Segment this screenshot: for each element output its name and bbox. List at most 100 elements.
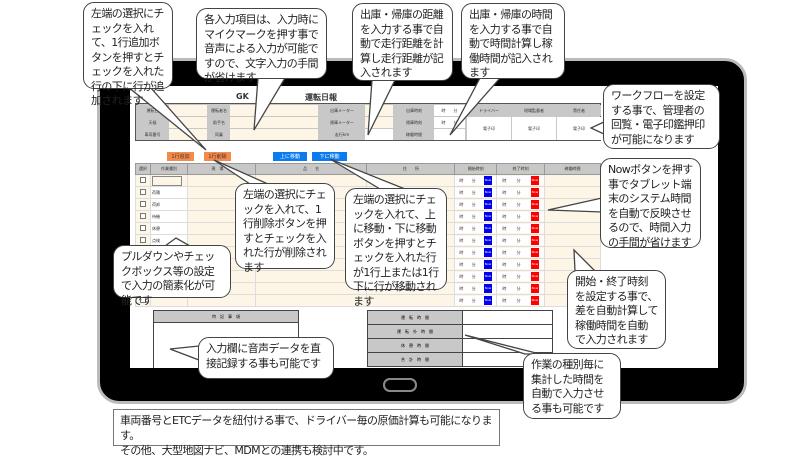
- form-label: 出庫時刻: [395, 105, 433, 116]
- now-button[interactable]: Now: [530, 188, 539, 197]
- footer-line-2: その他、大型地図ナビ、MDMとの連携も検討中です。: [120, 444, 374, 457]
- now-button[interactable]: Now: [484, 236, 492, 245]
- dropdown-option[interactable]: 荷卸: [149, 198, 188, 211]
- now-button[interactable]: Now: [530, 236, 539, 245]
- time-inputs: 時 分 Now: [497, 176, 545, 185]
- stamp-cell[interactable]: 電子印: [512, 117, 556, 140]
- callout-11: 入力欄に音声データを直接記録する事も可能です: [198, 337, 334, 379]
- dropdown-option[interactable]: 休憩: [149, 222, 188, 235]
- now-button[interactable]: Now: [484, 296, 492, 305]
- now-button[interactable]: Now: [530, 260, 539, 269]
- now-button[interactable]: Now: [530, 224, 539, 233]
- callout-4: 出庫・帰庫の時間を入力する事で自動で時間計算し稼働時間が記入されます: [461, 3, 565, 79]
- product-cell[interactable]: [254, 270, 368, 283]
- form-label: 帰庫メーター: [320, 117, 364, 128]
- now-button[interactable]: Now: [484, 200, 492, 209]
- add-row-button[interactable]: 1行追加: [167, 152, 194, 161]
- totals-row: 運 転 外 時 間: [367, 324, 553, 339]
- product-cell[interactable]: [254, 294, 368, 307]
- start-time-cell[interactable]: 時 分 Now: [454, 294, 498, 307]
- row-checkbox[interactable]: [139, 177, 146, 183]
- hour-label: 時: [502, 237, 507, 243]
- now-button[interactable]: Now: [484, 212, 492, 221]
- now-button[interactable]: Now: [484, 272, 492, 281]
- now-button[interactable]: Now: [484, 284, 492, 293]
- now-button[interactable]: Now: [484, 248, 492, 257]
- address-cell[interactable]: [366, 294, 456, 307]
- hour-label: 時: [459, 297, 464, 303]
- hour-label: 時: [502, 189, 507, 195]
- form-input[interactable]: [230, 117, 318, 128]
- form-label: 走行km: [320, 129, 364, 140]
- now-button[interactable]: Now: [484, 260, 492, 269]
- callout-9: プルダウンやチェックボックス等の設定で入力の簡素化が可能です: [113, 245, 231, 307]
- callout-pointer: [213, 159, 269, 185]
- form-input[interactable]: [230, 105, 318, 116]
- stamp-cell[interactable]: 電子印: [467, 117, 511, 140]
- now-button[interactable]: Now: [484, 188, 492, 197]
- bezel-bottom: [128, 368, 718, 376]
- totals-table: 運 転 時 間運 転 外 時 間休 憩 時 間合 計 時 間: [367, 310, 553, 367]
- dropdown-option[interactable]: 荷積: [149, 186, 188, 199]
- form-label: 助手名: [209, 117, 229, 128]
- hour-label: 時: [502, 297, 507, 303]
- form-input[interactable]: [365, 129, 393, 140]
- form-input[interactable]: [169, 105, 207, 116]
- now-button[interactable]: Now: [530, 212, 539, 221]
- work-type-dropdown[interactable]: [151, 175, 182, 186]
- form-input[interactable]: [365, 117, 393, 128]
- row-checkbox[interactable]: [139, 201, 146, 207]
- work-hours-cell: [544, 210, 601, 223]
- table-header-row: 選択作業種別現 場 名品 名住 所開始時刻終了時刻稼働時間: [135, 163, 601, 175]
- row-checkbox[interactable]: [139, 189, 146, 195]
- row-checkbox[interactable]: [139, 213, 146, 219]
- stamp-cell[interactable]: 電子印: [557, 117, 601, 140]
- row-checkbox[interactable]: [139, 237, 146, 243]
- now-button[interactable]: Now: [530, 248, 539, 257]
- time-input[interactable]: 時 分: [434, 105, 465, 116]
- move-up-button[interactable]: 上に移動: [273, 152, 307, 161]
- form-label: 天候: [137, 117, 168, 128]
- hour-label: 時: [502, 177, 507, 183]
- now-button[interactable]: Now: [530, 296, 539, 305]
- now-button[interactable]: Now: [530, 284, 539, 293]
- form-input[interactable]: [230, 129, 318, 140]
- hour-label: 時: [502, 261, 507, 267]
- approver-label: ドライバー: [467, 105, 511, 116]
- row-checkbox[interactable]: [139, 225, 146, 231]
- now-button[interactable]: Now: [530, 176, 539, 185]
- now-button[interactable]: Now: [530, 200, 539, 209]
- minute-label: 分: [471, 297, 476, 303]
- now-button[interactable]: Now: [530, 272, 539, 281]
- now-button[interactable]: Now: [484, 224, 492, 233]
- footer-line-1: 車両番号とETCデータを紐付ける事で、ドライバー毎の原価計算も可能になります。: [120, 414, 492, 442]
- time-input[interactable]: [434, 129, 465, 140]
- form-input[interactable]: [169, 117, 207, 128]
- delete-row-button[interactable]: 1行削除: [204, 152, 231, 161]
- move-down-button[interactable]: 下に移動: [312, 152, 347, 161]
- now-button[interactable]: Now: [484, 176, 492, 185]
- time-input[interactable]: 時 分: [434, 117, 465, 128]
- callout-12: 作業の種別毎に集計した時間を自動で入力させる事も可能です: [523, 353, 621, 419]
- minute-label: 分: [516, 177, 521, 183]
